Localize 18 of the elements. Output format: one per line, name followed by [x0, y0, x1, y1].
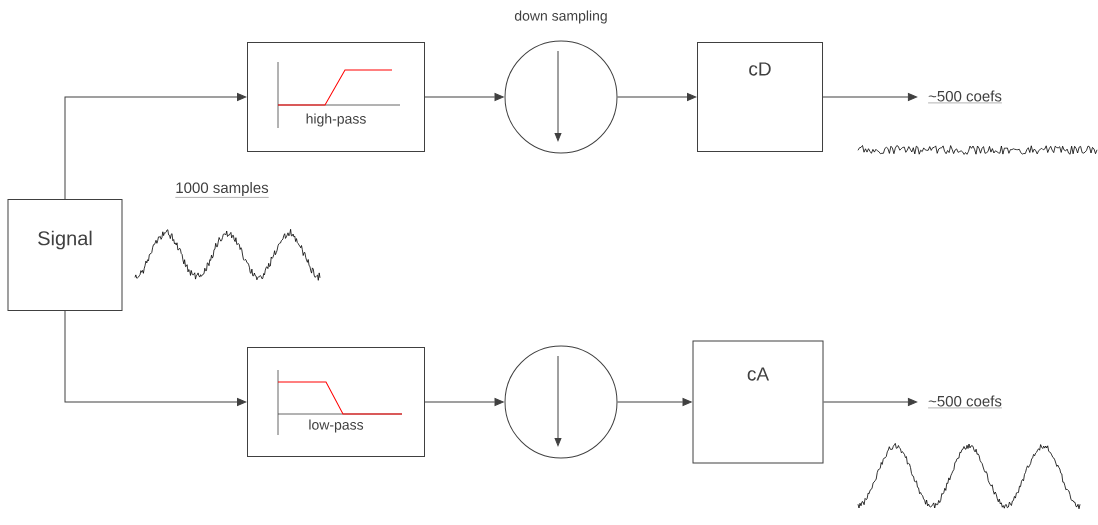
node-label: down sampling: [514, 10, 607, 24]
block-box: cA: [692, 340, 824, 464]
output-label: ~500 coefs: [927, 395, 1003, 409]
arrow: [617, 398, 692, 406]
downsampler-circle: [504, 345, 618, 459]
output-label: ~500 coefs: [927, 90, 1003, 104]
arrow: [822, 93, 918, 101]
signal-label: 1000 samples: [175, 182, 269, 198]
arrow: [424, 398, 504, 406]
block-box: Signal: [7, 199, 123, 311]
filter-box: high-pass: [247, 42, 425, 152]
block-box: cD: [697, 42, 823, 152]
arrow: [64, 310, 247, 406]
arrow: [64, 93, 247, 200]
arrow: [424, 93, 504, 101]
filter-box: low-pass: [247, 347, 425, 457]
arrow: [823, 398, 918, 406]
arrow: [617, 93, 697, 101]
